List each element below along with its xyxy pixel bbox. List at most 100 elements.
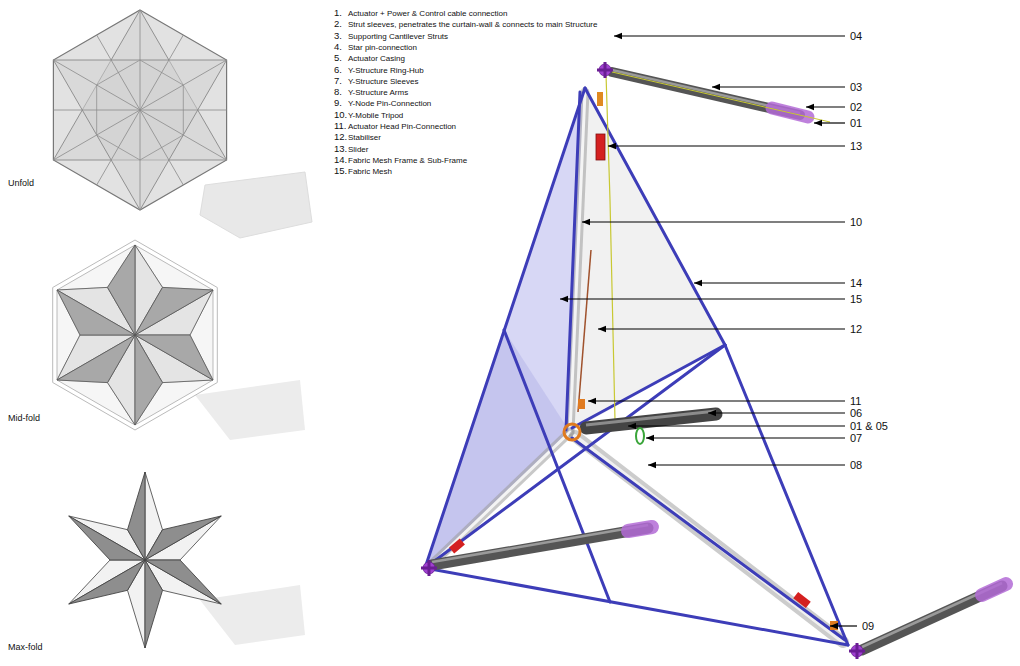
list-text: Stabiliser (348, 134, 381, 143)
callout-number: 13 (850, 140, 862, 152)
tripod-assembly-part (425, 330, 570, 568)
max-fold-render-part (69, 472, 221, 648)
fold-state-label: Mid-fold (8, 414, 40, 424)
max-fold-render-part-part (128, 472, 146, 560)
list-number: 4. (334, 42, 342, 52)
tripod-assembly-part-part (425, 345, 725, 568)
callout-number: 02 (850, 101, 862, 113)
list-number: 15. (334, 166, 347, 176)
max-fold-render-part (69, 472, 221, 648)
list-number: 7. (334, 76, 342, 86)
unfold-render (53, 10, 312, 238)
tripod-assembly-part (636, 428, 644, 444)
tripod-assembly-part (432, 525, 648, 562)
tripod-assembly-part (597, 92, 603, 106)
tripod-assembly-part-part (849, 643, 865, 659)
tripod-assembly-part-part (725, 345, 848, 645)
fold-state-label: Unfold (8, 179, 34, 189)
callout-number: 01 (850, 117, 862, 129)
tripod-assembly-part (793, 592, 811, 608)
mid-fold-render-part (57, 245, 213, 425)
tripod-assembly-part (578, 399, 585, 409)
max-fold-render-part-part (69, 516, 145, 560)
max-fold-render-part-part (69, 560, 145, 604)
leader-arrows (560, 36, 857, 626)
list-number: 10. (334, 109, 347, 119)
mid-fold-render-part (195, 380, 305, 440)
callout-number: 15 (850, 293, 862, 305)
tripod-assembly (421, 62, 1006, 659)
list-text: Y-Structure Arms (348, 89, 408, 98)
list-text: Y-Structure Sleeves (348, 77, 418, 86)
mid-fold-render-part-part (135, 287, 213, 335)
list-number: 12. (334, 132, 347, 142)
list-number: 2. (334, 19, 342, 29)
callout-number: 04 (850, 30, 862, 42)
leader-arrows-part (598, 328, 845, 329)
tripod-assembly-part-part (425, 568, 848, 645)
list-text: Y-Node Pin-Connection (348, 100, 431, 109)
leader-arrows-part (608, 145, 845, 146)
tripod-assembly-part (425, 88, 848, 645)
tripod-assembly-part (612, 72, 830, 122)
mid-fold-render-part (57, 245, 213, 425)
leader-arrows-part (830, 625, 857, 626)
max-fold-render-part-part (145, 516, 221, 560)
list-number: 11. (334, 121, 347, 131)
tripod-assembly-part (570, 88, 725, 432)
list-number: 9. (334, 98, 342, 108)
tripod-assembly-part (578, 250, 591, 412)
list-text: Actuator + Power & Control cable connect… (348, 10, 507, 19)
leader-arrows-part (712, 86, 845, 87)
callout-number: 01 & 05 (850, 420, 888, 432)
mid-fold-render-part (53, 240, 218, 430)
list-number: 5. (334, 53, 342, 63)
callout-number: 07 (850, 432, 862, 444)
tripod-assembly-part-part (421, 560, 437, 576)
unfold-render-part (53, 10, 226, 210)
leader-arrows-part (806, 106, 845, 107)
leader-arrows-part (814, 122, 845, 123)
tripod-assembly-part (432, 528, 648, 565)
list-text: Fabric Mesh (348, 168, 392, 177)
tripod-assembly-part (596, 134, 605, 160)
callout-number: 06 (850, 407, 862, 419)
list-number: 3. (334, 30, 342, 40)
callout-number: 08 (850, 459, 862, 471)
max-fold-render-part-part (145, 560, 163, 648)
list-text: Star pin-connection (348, 43, 417, 52)
tripod-assembly-part (606, 74, 615, 420)
callout-number: 03 (850, 81, 862, 93)
callout-number: 14 (850, 277, 862, 289)
tripod-assembly-part-part (504, 330, 610, 602)
list-text: Y-Structure Ring-Hub (348, 66, 424, 75)
list-number: 14. (334, 155, 347, 165)
tripod-assembly-part (982, 584, 1006, 595)
list-text: Slider (348, 145, 368, 154)
callout-number: 12 (850, 323, 862, 335)
max-fold-render-part-part (69, 560, 145, 604)
mid-fold-render-part-part (57, 335, 135, 383)
list-text: Strut sleeves, penetrates the curtain-wa… (348, 21, 597, 30)
mid-fold-render-part-part (135, 335, 163, 425)
list-text: Actuator Casing (348, 55, 405, 64)
tripod-assembly-part (628, 527, 652, 531)
tripod-assembly-part (449, 538, 465, 553)
callout-number: 10 (850, 216, 862, 228)
leader-arrows-part (694, 282, 845, 283)
list-text: Y-Mobile Tripod (348, 111, 403, 120)
tripod-assembly-part (586, 411, 716, 425)
list-number: 8. (334, 87, 342, 97)
leader-arrows-part (614, 35, 845, 36)
tripod-assembly-part (421, 62, 865, 659)
tripod-assembly-part-part (572, 345, 725, 428)
tripod-assembly-part-part (566, 92, 580, 430)
leader-arrows-part (708, 412, 845, 413)
max-fold-render-part-part (145, 516, 221, 560)
callout-number: 09 (862, 620, 874, 632)
leader-arrows-part (560, 298, 845, 299)
list-number: 13. (334, 143, 347, 153)
